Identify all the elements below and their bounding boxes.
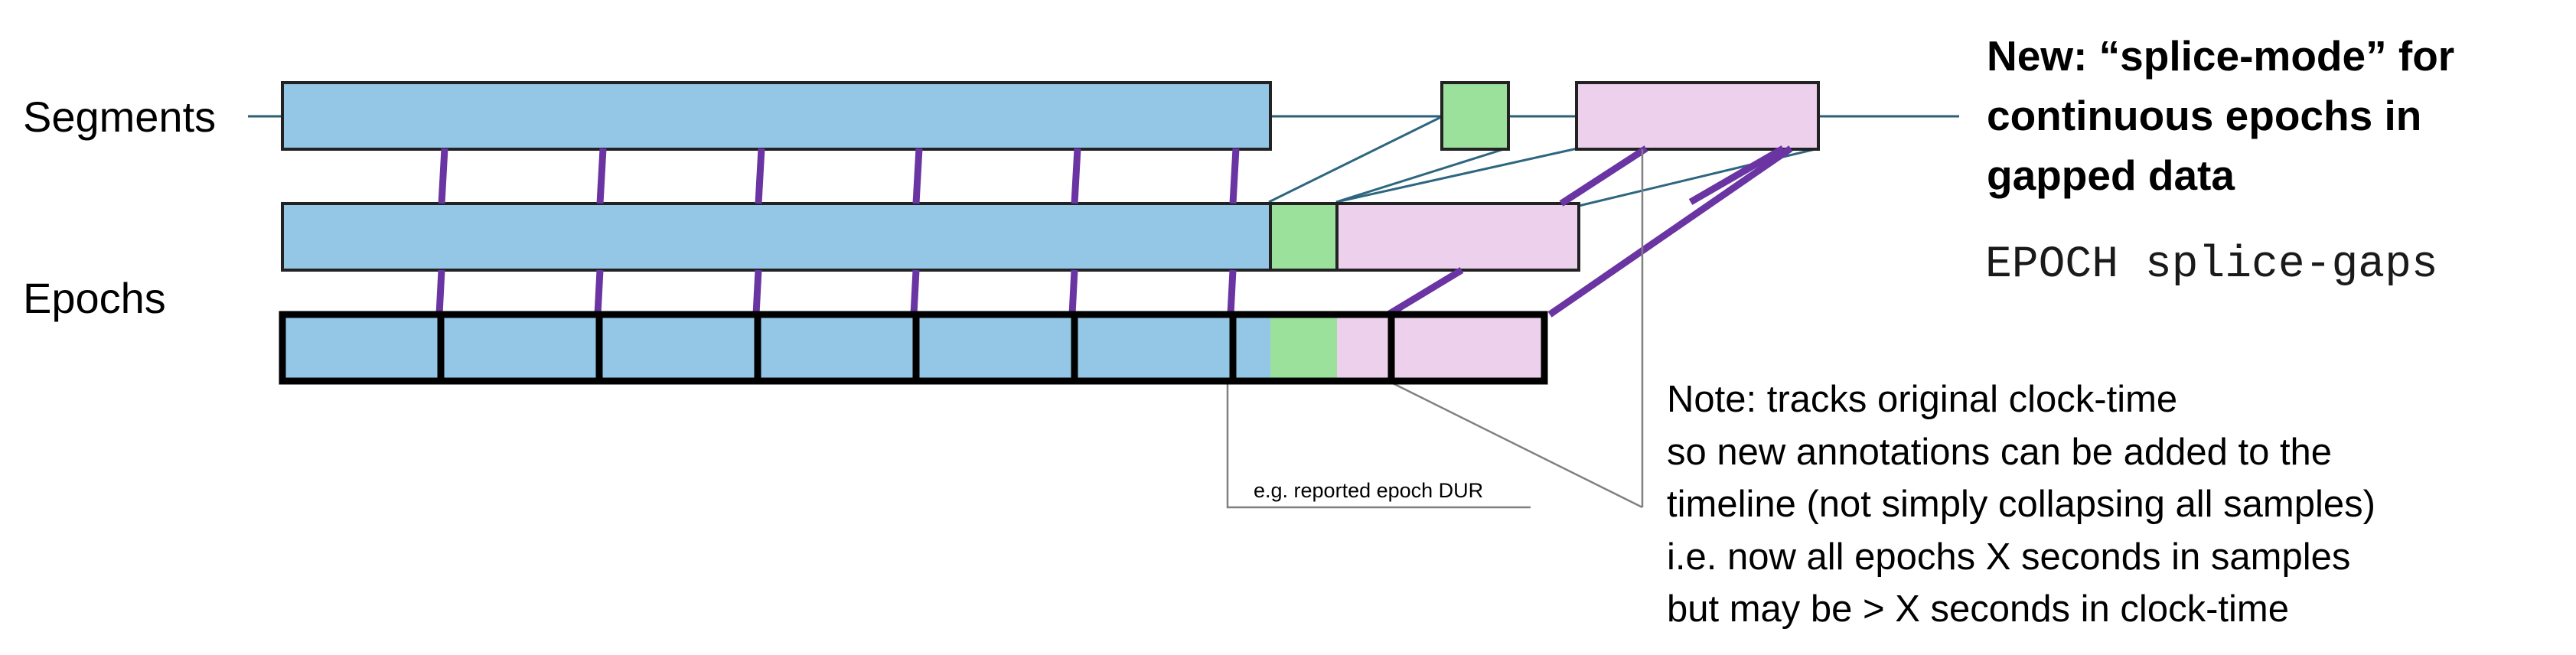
spliced-block-blue	[281, 202, 1272, 272]
epochs-label: Epochs	[23, 274, 166, 322]
segment-block-green	[1440, 81, 1510, 151]
note-line: i.e. now all epochs X seconds in samples	[1667, 536, 2351, 578]
mapping-connector	[910, 269, 920, 315]
duration-bracket	[1226, 381, 1531, 509]
segments-row	[281, 81, 1820, 151]
mapping-connector	[1229, 148, 1240, 204]
epoch-fill-blue	[282, 314, 1270, 381]
spliced-block-green	[1269, 202, 1339, 272]
heading-line: continuous epochs in	[1987, 92, 2422, 139]
epoch-duration-label: e.g. reported epoch DUR	[1254, 479, 1483, 502]
note-leader-line	[1387, 380, 1643, 509]
command-example: EPOCH splice-gaps	[1985, 240, 2438, 290]
mapping-connector	[1227, 269, 1237, 315]
mapping-connector	[596, 148, 607, 204]
note-line: Note: tracks original clock-time	[1667, 379, 2178, 420]
segments-label: Segments	[23, 93, 216, 141]
spliced-to-epoch-connectors	[435, 145, 1793, 318]
heading-line: gapped data	[1987, 152, 2235, 199]
mapping-connector	[1386, 267, 1464, 318]
mapping-connector	[1068, 269, 1078, 315]
mapping-connector	[752, 269, 762, 315]
mapping-connector	[435, 269, 445, 315]
segment-block-blue	[281, 81, 1272, 151]
mapping-connector	[912, 148, 923, 204]
gap-connector-line	[1268, 115, 1443, 204]
mapping-connector	[1559, 145, 1648, 207]
heading-line: New: “splice-mode” for	[1987, 32, 2455, 80]
epoch-fill-pink	[1337, 314, 1544, 381]
mapping-connector	[594, 269, 604, 315]
note-line: so new annotations can be added to the	[1667, 431, 2333, 473]
epochs-row	[279, 311, 1548, 385]
epoch-box-8	[1387, 311, 1548, 385]
clock-time-note: Note: tracks original clock-time so new …	[1667, 373, 2375, 636]
epoch-fill-green	[1270, 314, 1337, 381]
segment-to-spliced-connectors	[438, 145, 1785, 207]
spliced-block-pink	[1335, 202, 1580, 272]
note-line: but may be > X seconds in clock-time	[1667, 588, 2289, 630]
mapping-connector	[755, 148, 765, 204]
segment-block-pink	[1575, 81, 1820, 151]
mapping-connector	[438, 148, 448, 204]
spliced-segments-row	[281, 202, 1580, 272]
note-line: timeline (not simply collapsing all samp…	[1667, 484, 2375, 525]
mapping-connector	[1547, 145, 1793, 318]
note-leader-lines	[1226, 149, 1644, 509]
mapping-connector	[1071, 148, 1081, 204]
splice-mode-heading: New: “splice-mode” for continuous epochs…	[1987, 26, 2454, 205]
mapping-connector	[1688, 145, 1785, 205]
gap-connector-line	[1335, 147, 1507, 204]
gap-connector-line	[1335, 147, 1578, 204]
